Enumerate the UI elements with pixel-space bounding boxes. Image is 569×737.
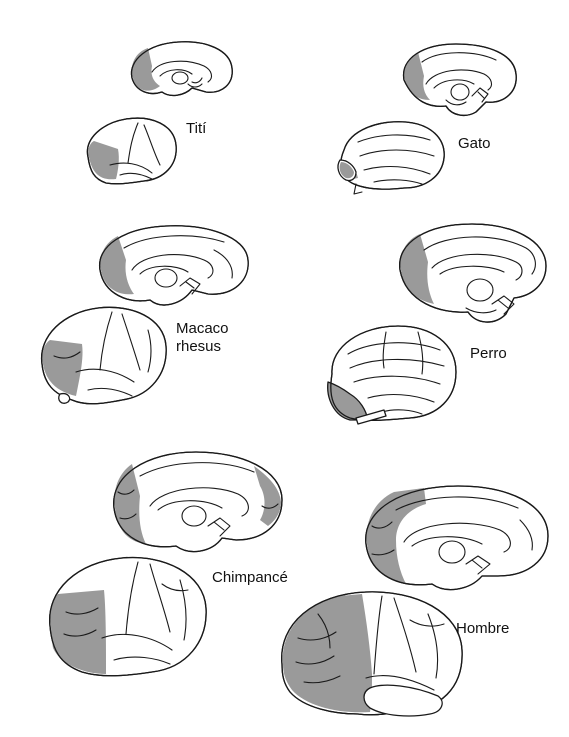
titi-label-line-1: Tití	[186, 120, 207, 137]
hombre-medial-brain	[365, 485, 549, 591]
chimpance-lateral-brain	[49, 556, 207, 677]
hombre-label: Hombre	[456, 620, 509, 638]
perro-lateral-brain	[327, 325, 457, 425]
chimpance-label: Chimpancé	[212, 569, 288, 587]
macaco-label-line-1: Macaco	[176, 320, 229, 337]
chimpance-medial-brain	[113, 451, 283, 553]
macaco-label: Macaco rhesus	[176, 320, 229, 356]
perro-label: Perro	[470, 345, 507, 363]
hombre-lateral-brain	[281, 591, 463, 717]
hombre-label-line-1: Hombre	[456, 620, 510, 637]
gato-medial-brain	[402, 43, 517, 117]
chimpance-label-line-1: Chimpancé	[212, 569, 288, 586]
perro-label-line-1: Perro	[470, 345, 507, 362]
macaco-label-line-2: rhesus	[176, 338, 222, 355]
titi-label: Tití	[186, 120, 206, 138]
titi-lateral-brain	[86, 117, 177, 185]
macaco-lateral-brain	[41, 306, 167, 405]
gato-label: Gato	[458, 135, 491, 153]
perro-medial-brain	[399, 223, 547, 323]
gato-lateral-brain	[337, 121, 445, 195]
titi-medial-brain	[130, 41, 233, 97]
gato-label-line-1: Gato	[458, 135, 491, 152]
macaco-medial-brain	[99, 225, 249, 306]
